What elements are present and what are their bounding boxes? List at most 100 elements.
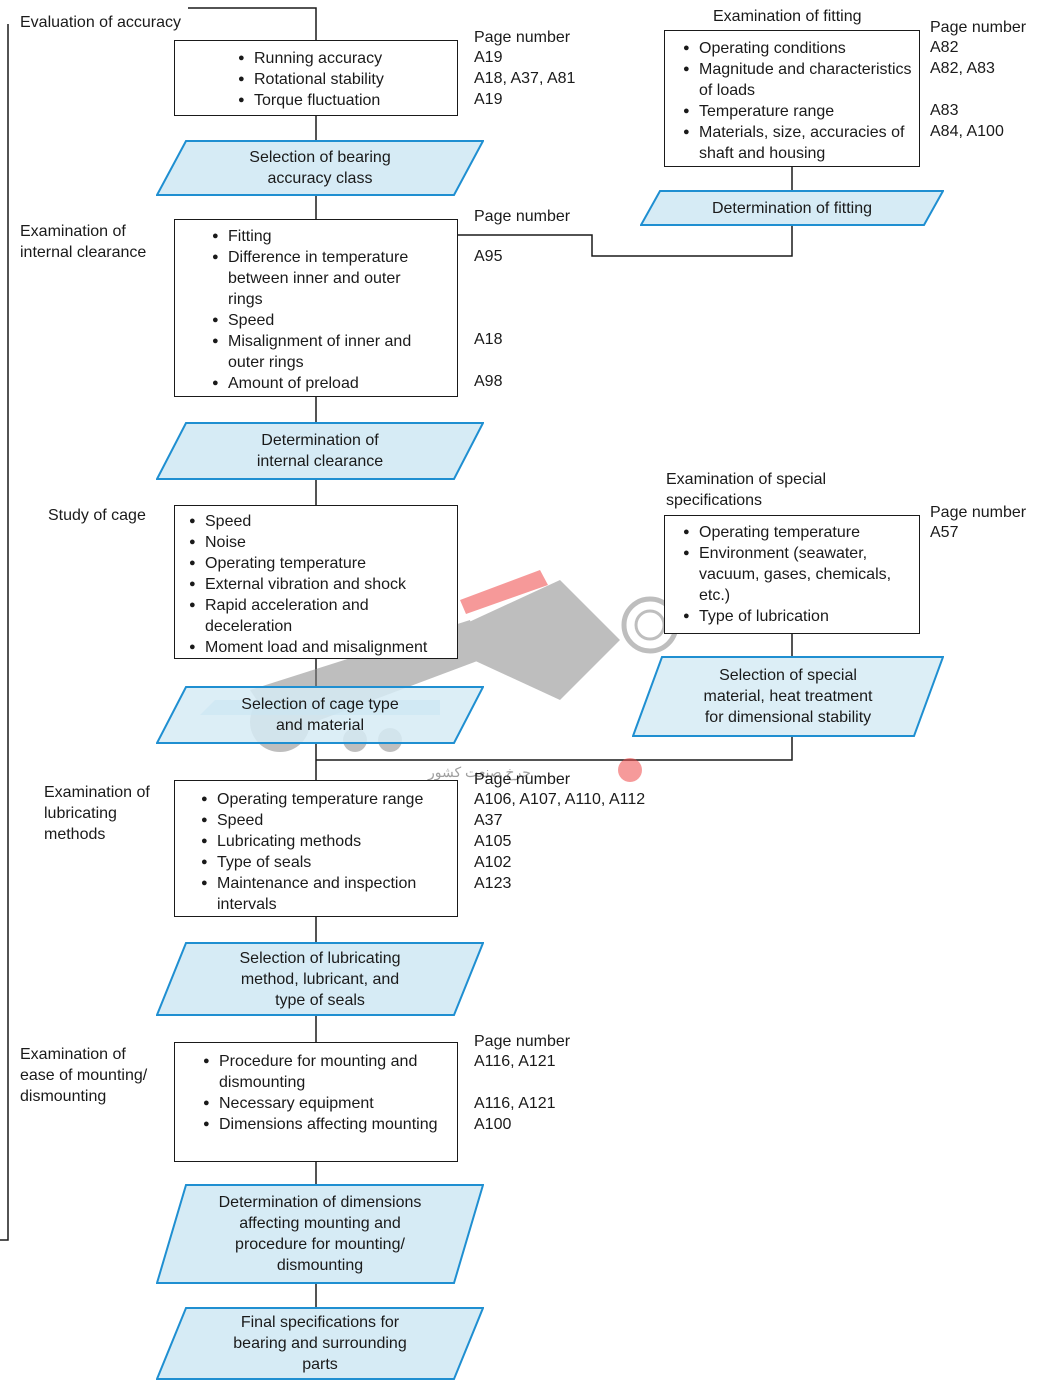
list-item: Magnitude and characteristics of loads	[683, 59, 913, 101]
result-line: Selection of lubricating	[239, 949, 401, 967]
result-line: affecting mounting and	[239, 1215, 401, 1232]
result-line: Final specifications for	[240, 1314, 400, 1331]
list-item: Environment (seawater, vacuum, gases, ch…	[683, 543, 908, 606]
special-box: Operating temperature Environment (seawa…	[664, 515, 920, 634]
list-item: Noise	[189, 532, 454, 553]
special-result-box: Selection of special material, heat treat…	[632, 656, 944, 737]
parallelogram-shape	[156, 422, 484, 480]
list-item: Operating conditions	[683, 38, 913, 59]
parallelogram-shape	[156, 1307, 484, 1380]
page-ref: A19	[474, 49, 503, 66]
accuracy-pages: A19 A18, A37, A81 A19	[474, 47, 575, 110]
page-ref: A82	[930, 39, 959, 56]
result-line: procedure for mounting/	[235, 1236, 405, 1253]
lubrication-result-box: Selection of lubricating method, lubrican…	[156, 942, 484, 1016]
fitting-result-box: Determination of fitting	[640, 190, 944, 226]
accuracy-box: Running accuracy Rotational stability To…	[174, 40, 458, 116]
page-ref: A116, A121	[474, 1095, 556, 1112]
cage-box: Speed Noise Operating temperature Extern…	[174, 505, 458, 659]
mounting-box: Procedure for mounting and dismounting N…	[174, 1042, 458, 1162]
page-ref: A18	[474, 331, 503, 348]
result-line: Selection of bearing	[249, 149, 391, 166]
parallelogram-shape	[640, 190, 944, 226]
page-ref: A105	[474, 833, 512, 850]
list-item: Procedure for mounting and dismounting	[203, 1051, 443, 1093]
list-item: Maintenance and inspection intervals	[201, 873, 441, 915]
page-ref: A37	[474, 812, 503, 829]
clearance-box: Fitting Difference in temperature betwee…	[174, 219, 458, 397]
parallelogram-shape	[632, 656, 944, 737]
list-item: Speed	[189, 511, 454, 532]
result-line: material, heat treatment	[703, 688, 873, 705]
fitting-label: Examination of fitting	[713, 8, 862, 25]
mounting-result-box: Determination of dimensions affecting mou…	[156, 1184, 484, 1284]
list-item: Operating temperature	[189, 553, 454, 574]
list-item: Type of lubrication	[683, 606, 908, 627]
list-item: Operating temperature	[683, 522, 908, 543]
special-label: Examination of special specifications	[666, 471, 827, 509]
list-item: Amount of preload	[212, 373, 432, 394]
page-ref	[474, 1072, 556, 1093]
list-item: Lubricating methods	[201, 831, 441, 852]
list-item: Necessary equipment	[203, 1093, 443, 1114]
list-item: Misalignment of inner and outer rings	[212, 331, 432, 373]
mounting-list: Procedure for mounting and dismounting N…	[203, 1051, 443, 1135]
result-line: Selection of special	[719, 667, 857, 684]
parallelogram-shape	[156, 942, 484, 1016]
left-loop-line	[0, 24, 9, 1241]
mounting-pages: A116, A121 A116, A121 A100	[474, 1051, 556, 1135]
feedback-line	[188, 7, 317, 40]
list-item: Fitting	[212, 226, 432, 247]
page-ref: A84, A100	[930, 123, 1004, 140]
list-item: Difference in temperature between inner …	[212, 247, 432, 310]
list-item: Type of seals	[201, 852, 441, 873]
page-ref: A95	[474, 248, 503, 265]
list-item: Speed	[201, 810, 441, 831]
page-ref: A106, A107, A110, A112	[474, 791, 646, 808]
result-line: and material	[275, 717, 365, 734]
cage-label: Study of cage	[48, 507, 146, 524]
result-line: bearing and surrounding	[233, 1335, 407, 1352]
lubrication-box: Operating temperature range Speed Lubric…	[174, 780, 458, 917]
lubrication-list: Operating temperature range Speed Lubric…	[201, 789, 441, 915]
list-item: Rotational stability	[238, 69, 384, 90]
result-line: Determination of dimensions	[218, 1194, 422, 1211]
mounting-page-heading: Page number	[474, 1033, 571, 1050]
accuracy-result-box: Selection of bearing accuracy class	[156, 140, 484, 196]
list-item: Speed	[212, 310, 432, 331]
clearance-label: Examination of internal clearance	[20, 223, 147, 261]
result-line: Determination of	[261, 432, 379, 449]
watermark-text: چرخ صنعت کشور	[428, 764, 531, 780]
lubrication-pages: A106, A107, A110, A112 A37 A105 A102 A12…	[474, 789, 645, 894]
result-line: accuracy class	[267, 170, 373, 187]
fitting-box: Operating conditions Magnitude and chara…	[664, 30, 920, 167]
result-line: internal clearance	[256, 453, 384, 470]
result-line: parts	[302, 1356, 338, 1373]
cage-list: Speed Noise Operating temperature Extern…	[189, 511, 454, 658]
lubrication-page-heading: Page number	[474, 771, 571, 788]
result-line: method, lubricant, and	[240, 970, 400, 988]
fitting-page-heading: Page number	[930, 19, 1027, 36]
page-ref: A18, A37, A81	[474, 70, 576, 87]
list-item: Operating temperature range	[201, 789, 441, 810]
list-item: Running accuracy	[238, 48, 384, 69]
mounting-label: Examination of ease of mounting/ dismoun…	[20, 1046, 148, 1105]
clearance-page-heading: Page number	[474, 208, 571, 225]
parallelogram-shape	[156, 140, 484, 196]
page-ref: A83	[930, 102, 959, 119]
list-item: Torque fluctuation	[238, 90, 384, 111]
page-ref: A100	[474, 1116, 512, 1133]
fitting-arrow	[289, 226, 793, 257]
result-line: type of seals	[275, 991, 365, 1009]
list-item: Materials, size, accuracies of shaft and…	[683, 122, 913, 164]
accuracy-label: Evaluation of accuracy	[20, 14, 181, 31]
result-text: Determination of fitting	[711, 199, 873, 217]
page-ref: A123	[474, 875, 512, 892]
page-ref: A102	[474, 854, 512, 871]
list-item: Rapid acceleration and deceleration	[189, 595, 454, 637]
special-page-heading: Page number	[930, 504, 1027, 521]
special-join-line	[316, 737, 793, 761]
result-line: for dimensional stability	[704, 709, 872, 726]
